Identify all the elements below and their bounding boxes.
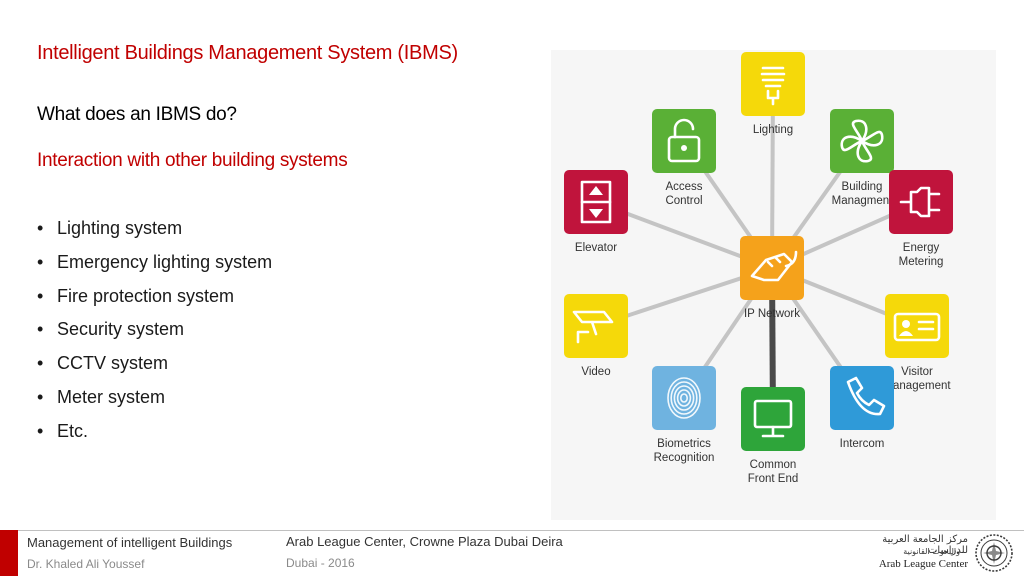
- logo-arabic-subtext: والبحوث القانونية: [903, 547, 960, 556]
- bullet-text: Fire protection system: [57, 285, 235, 306]
- visitor-management-label: Visitor: [901, 366, 933, 378]
- logo-name: Arab League Center: [878, 558, 968, 570]
- diagram-canvas: IP NetworkLightingBuildingManagmentEnerg…: [564, 52, 953, 485]
- common-front-end-label: Front End: [748, 473, 799, 485]
- bullet-text: Emergency lighting system: [57, 251, 273, 272]
- bullet-item: •Meter system: [37, 385, 272, 419]
- biometrics-recognition-label: Recognition: [654, 452, 715, 464]
- id-card-icon: [893, 312, 941, 342]
- ip-network-label: IP Network: [744, 308, 800, 320]
- intercom-label: Intercom: [840, 438, 885, 450]
- logo-arabic-text: مركز الجامعة العربية للدراسات: [882, 534, 968, 556]
- biometrics-recognition-label: Biometrics: [657, 438, 711, 450]
- systems-bullet-list: •Lighting system •Emergency lighting sys…: [37, 216, 272, 453]
- footer-course-title: Management of intelligent Buildings: [27, 535, 233, 550]
- footer-author: Dr. Khaled Ali Youssef: [27, 557, 145, 571]
- node-video: Video: [564, 294, 628, 378]
- building-managment-label: Managment: [832, 195, 894, 207]
- bullet-item: •CCTV system: [37, 351, 272, 385]
- footer-accent-bar: [0, 530, 18, 576]
- plug-icon: [899, 186, 941, 218]
- camera-icon: [572, 310, 614, 344]
- footer-divider: [18, 530, 1024, 531]
- bullet-text: CCTV system: [57, 353, 169, 374]
- visitor-management-tile: [885, 294, 949, 358]
- energy-metering-label: Energy: [903, 242, 940, 254]
- access-control-label: Control: [665, 195, 702, 207]
- node-elevator: Elevator: [564, 170, 628, 254]
- fan-icon: [840, 119, 884, 163]
- bullet-text: Lighting system: [57, 218, 183, 238]
- network-hand-icon: [750, 250, 798, 282]
- bullet-item: •Lighting system: [37, 216, 272, 250]
- bullet-item: •Security system: [37, 317, 272, 351]
- bullet-text: Meter system: [57, 386, 166, 407]
- intercom-tile: [830, 366, 894, 430]
- monitor-icon: [753, 399, 793, 438]
- bullet-text: Etc.: [57, 420, 89, 441]
- elevator-icon: [580, 180, 612, 224]
- slide-title: Intelligent Buildings Management System …: [37, 42, 458, 64]
- ip-network-node: IP Network: [740, 236, 804, 320]
- elevator-label: Elevator: [575, 242, 617, 254]
- biometrics-recognition-tile: [652, 366, 716, 430]
- video-tile: [564, 294, 628, 358]
- phone-icon: [846, 376, 886, 416]
- bulb-icon: [760, 66, 786, 106]
- padlock-icon: [667, 118, 701, 163]
- bullet-item: •Fire protection system: [37, 284, 272, 318]
- bullet-item: •Etc.: [37, 419, 272, 453]
- node-lighting: Lighting: [741, 52, 805, 136]
- lighting-label: Lighting: [753, 124, 793, 136]
- fingerprint-icon: [667, 377, 701, 419]
- energy-metering-label: Metering: [899, 256, 944, 268]
- lighting-tile: [741, 52, 805, 116]
- ibms-question: What does an IBMS do?: [37, 104, 237, 125]
- arab-league-center-logo: مركز الجامعة العربية للدراسات والبحوث ال…: [860, 531, 1020, 575]
- video-label: Video: [581, 366, 610, 378]
- footer-date: Dubai - 2016: [286, 556, 355, 570]
- access-control-label: Access: [665, 181, 702, 193]
- ip-network-tile: [740, 236, 804, 300]
- common-front-end-label: Common: [750, 459, 797, 471]
- footer-venue: Arab League Center, Crowne Plaza Dubai D…: [286, 534, 563, 549]
- common-front-end-tile: [741, 387, 805, 451]
- bullet-text: Security system: [57, 319, 185, 340]
- access-control-tile: [652, 109, 716, 173]
- section-heading: Interaction with other building systems: [37, 150, 348, 171]
- bullet-item: •Emergency lighting system: [37, 250, 272, 284]
- node-intercom: Intercom: [830, 366, 894, 450]
- energy-metering-tile: [889, 170, 953, 234]
- emblem-icon: [975, 534, 1013, 572]
- visitor-management-label: Management: [883, 380, 951, 392]
- building-managment-label: Building: [842, 181, 883, 193]
